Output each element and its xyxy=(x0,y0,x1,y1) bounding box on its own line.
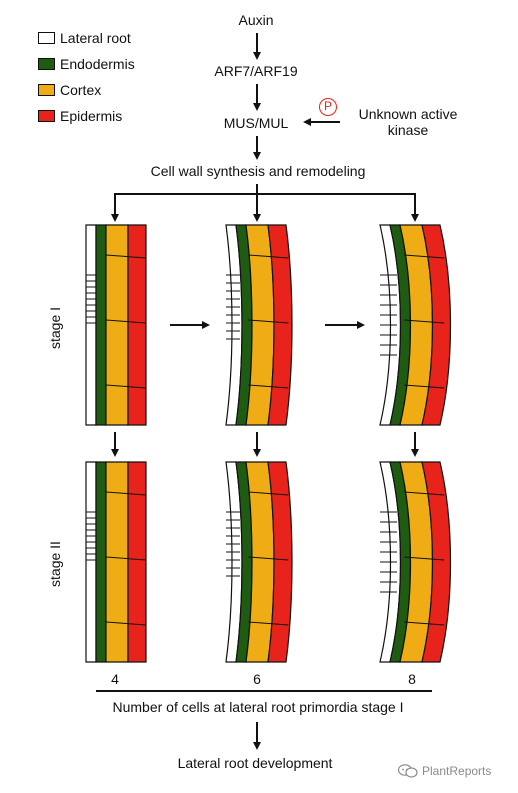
cell-wall-line xyxy=(404,319,445,324)
legend-label: Epidermis xyxy=(60,108,123,124)
cell-wall-label: Cell wall synthesis and remodeling xyxy=(150,163,366,179)
lateral-root-layer xyxy=(85,461,97,663)
root-panel-8-stage-ii xyxy=(379,461,452,663)
cell-wall-line xyxy=(404,491,445,496)
lateral-root-swatch xyxy=(38,32,55,44)
cell-wall-line xyxy=(404,556,445,561)
epidermis-layer xyxy=(127,224,147,426)
cell-wall-line xyxy=(248,621,289,626)
epidermis-layer xyxy=(421,224,452,426)
cell-wall-line xyxy=(105,621,147,626)
legend-item-epidermis: Epidermis xyxy=(38,106,122,126)
cell-wall-line xyxy=(248,254,289,259)
axis-value-6: 6 xyxy=(253,671,261,687)
kinase-line-2: kinase xyxy=(387,122,429,138)
axis-value-4: 4 xyxy=(111,671,119,687)
root-panel-8-stage-i xyxy=(379,224,452,426)
kinase-line-1: Unknown active xyxy=(358,106,458,122)
axis-line xyxy=(96,690,432,692)
cell-wall-line xyxy=(404,384,445,389)
cell-wall-line xyxy=(248,384,289,389)
cell-wall-line xyxy=(105,491,147,496)
epidermis-layer xyxy=(421,461,452,663)
cortex-swatch xyxy=(38,84,55,96)
epidermis-layer xyxy=(127,461,147,663)
auxin-label: Auxin xyxy=(238,12,274,28)
cell-wall-line xyxy=(404,254,445,259)
epidermis-layer xyxy=(267,461,293,663)
endodermis-layer xyxy=(95,461,107,663)
legend-item-endodermis: Endodermis xyxy=(38,54,135,74)
root-panel-4-stage-i xyxy=(85,224,147,426)
epidermis-swatch xyxy=(38,110,55,122)
cell-wall-line xyxy=(105,254,147,259)
root-panel-6-stage-i xyxy=(225,224,293,426)
epidermis-layer xyxy=(267,224,293,426)
cell-wall-line xyxy=(404,621,445,626)
legend-item-lateral-root: Lateral root xyxy=(38,28,131,48)
cell-wall-line xyxy=(105,319,147,324)
legend-label: Lateral root xyxy=(60,30,131,46)
cell-wall-line xyxy=(248,491,289,496)
watermark-text: PlantReports xyxy=(422,764,492,778)
cell-wall-line xyxy=(248,319,289,324)
lateral-root-layer xyxy=(85,224,97,426)
chat-bubble-icon xyxy=(398,764,418,778)
root-panel-6-stage-ii xyxy=(225,461,293,663)
mus-mul-label: MUS/MUL xyxy=(223,115,289,131)
cell-wall-line xyxy=(248,556,289,561)
legend-label: Cortex xyxy=(60,82,102,98)
legend-label: Endodermis xyxy=(60,56,135,72)
cell-wall-line xyxy=(105,556,147,561)
axis-caption: Number of cells at lateral root primordi… xyxy=(112,699,404,715)
outcome-label: Lateral root development xyxy=(177,755,333,771)
phosphorylation-icon: P xyxy=(319,98,337,116)
arf-label: ARF7/ARF19 xyxy=(214,63,298,79)
axis-value-8: 8 xyxy=(408,671,416,687)
branch-line xyxy=(114,193,416,220)
watermark: PlantReports xyxy=(398,764,491,778)
cell-wall-line xyxy=(105,384,147,389)
legend-item-cortex: Cortex xyxy=(38,80,101,100)
unknown-kinase-label: Unknown active kinase xyxy=(338,106,478,138)
endodermis-swatch xyxy=(38,58,55,70)
root-panel-4-stage-ii xyxy=(85,461,147,663)
endodermis-layer xyxy=(95,224,107,426)
